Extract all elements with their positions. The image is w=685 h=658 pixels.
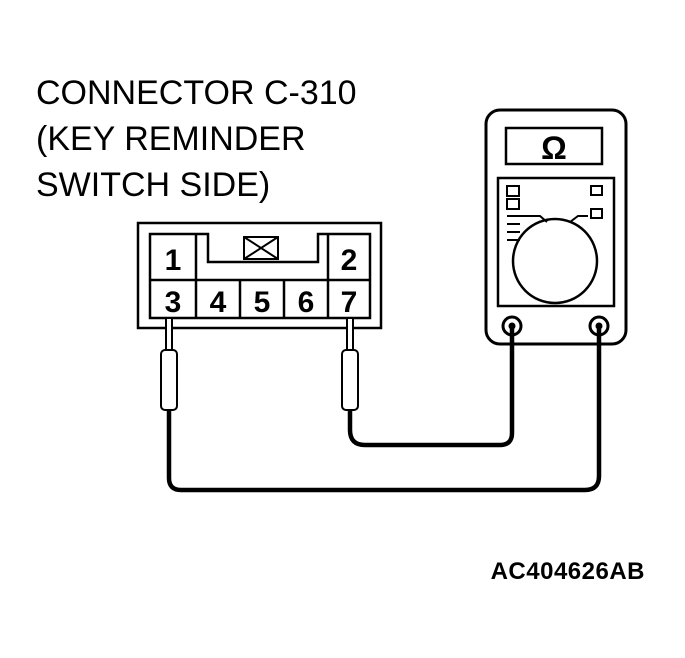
connector-caption: CONNECTOR C-310 (KEY REMINDER SWITCH SID… [36, 70, 357, 208]
meter-face [496, 176, 616, 308]
caption-line-1: CONNECTOR C-310 [36, 74, 357, 112]
pin-2: 2 [341, 244, 358, 277]
pin-1: 1 [165, 244, 182, 277]
pin-3: 3 [165, 286, 182, 319]
probe-left [160, 317, 178, 411]
caption-line-2: (KEY REMINDER [36, 120, 306, 158]
pin-7: 7 [341, 286, 358, 319]
meter-body [484, 108, 628, 346]
figure-code: AC404626AB [490, 558, 645, 585]
connector-outer-frame [136, 221, 383, 330]
pin-6: 6 [298, 286, 315, 319]
meter-terminal-ohm [588, 315, 610, 337]
ohm-symbol: Ω [541, 130, 567, 166]
lead-wire-pin3 [166, 326, 602, 493]
connector-c310 [136, 221, 383, 330]
ohmmeter [484, 108, 628, 346]
pin-4: 4 [210, 286, 227, 319]
blank-cavity-icon [243, 236, 279, 260]
probe-right [341, 317, 359, 411]
meter-display [504, 126, 604, 166]
lead-wire-pin7 [347, 326, 515, 448]
meter-terminal-com [501, 315, 523, 337]
caption-line-3: SWITCH SIDE) [36, 166, 271, 204]
meter-dial [511, 217, 599, 305]
pin-5: 5 [254, 286, 271, 319]
connector-inner-outline [148, 232, 372, 320]
